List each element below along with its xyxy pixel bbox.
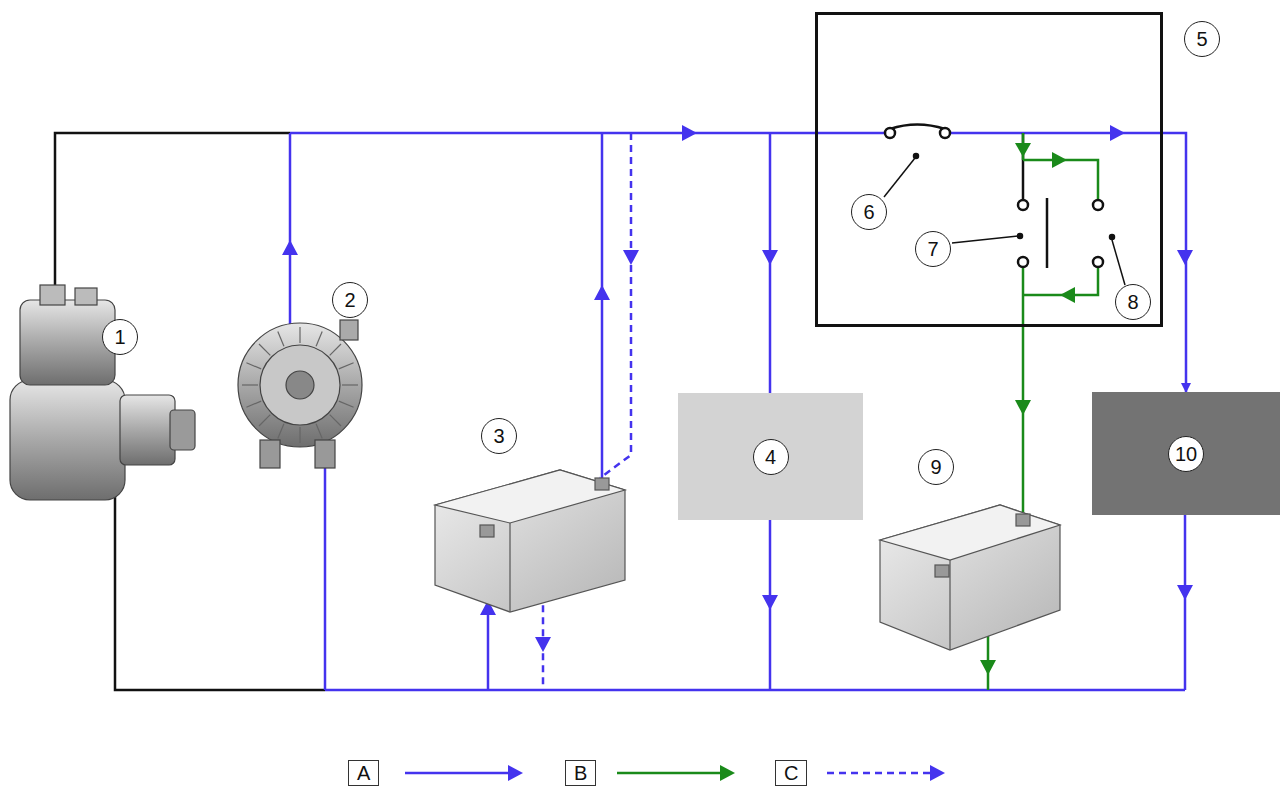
callout-number: 9 (918, 449, 954, 485)
aux-wire (1022, 262, 1025, 520)
load-ground (1184, 515, 1187, 690)
legend-key: A (348, 760, 379, 786)
aux-wire (1023, 160, 1098, 205)
electrical-load: 10 (1092, 392, 1280, 515)
legend-key: C (775, 760, 807, 786)
discharge-wire (600, 133, 631, 478)
callout-number: 10 (1168, 436, 1204, 472)
control-module: 5 (815, 12, 1163, 327)
callout-number: 7 (915, 231, 951, 267)
aux-wire (1023, 262, 1098, 295)
callout-number: 8 (1115, 284, 1151, 320)
starter-ground (115, 460, 325, 690)
positive-bus (815, 132, 890, 135)
callout-number: 2 (332, 282, 368, 318)
battery (880, 505, 1060, 650)
legend-key: B (565, 760, 596, 786)
callout-number: 5 (1184, 21, 1220, 57)
callout-number: 3 (481, 418, 517, 454)
battery-wire (601, 133, 604, 478)
electrical-load: 4 (678, 393, 863, 520)
wire-connector (1163, 133, 1186, 392)
callout-number: 1 (102, 319, 138, 355)
starter-feed (55, 133, 290, 300)
alternator-ground (324, 465, 327, 690)
ground-bus (325, 689, 1185, 692)
positive-bus (290, 132, 815, 135)
relay-symbols (885, 125, 1103, 269)
leader-lines (884, 154, 1125, 286)
callout-number: 6 (851, 194, 887, 230)
battery (435, 470, 625, 612)
callout-number: 4 (753, 439, 789, 475)
positive-bus (945, 132, 1163, 135)
starter-motor (10, 285, 195, 500)
legend-samples (405, 765, 945, 781)
alternator (238, 320, 362, 468)
flow-arrows (282, 125, 1193, 652)
alternator-wire (289, 133, 292, 330)
